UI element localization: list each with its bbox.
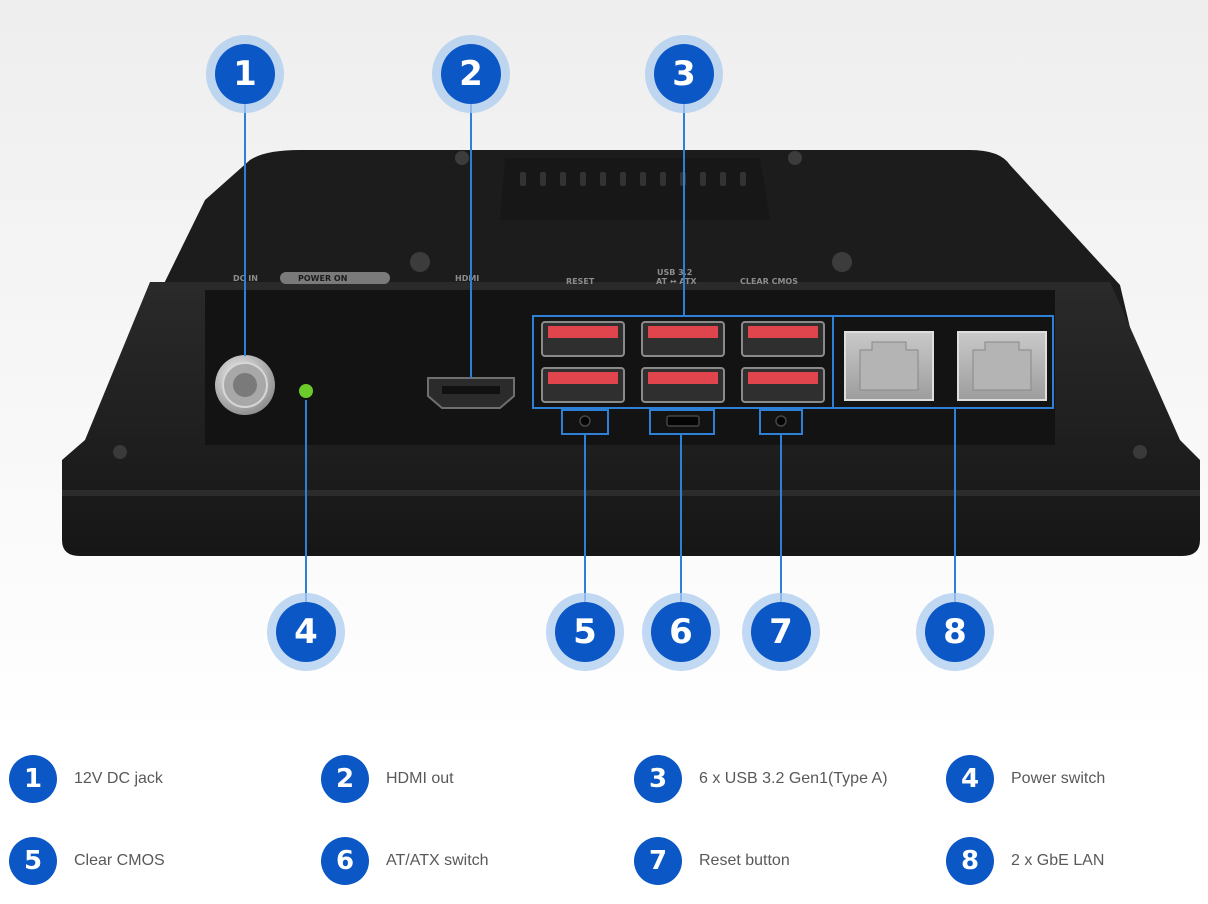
legend-label-5: Clear CMOS <box>74 852 165 869</box>
at-atx-slider <box>666 415 700 427</box>
lan-highlight-box <box>832 315 1054 409</box>
usb-ports <box>541 321 825 403</box>
mount-holes <box>410 151 852 272</box>
legend-item-2: 2 HDMI out <box>321 754 454 804</box>
legend-item-8: 8 2 x GbE LAN <box>946 836 1104 886</box>
legend-label-3: 6 x USB 3.2 Gen1(Type A) <box>699 770 888 787</box>
power-led <box>299 384 313 398</box>
callout-badge-6: 6 <box>651 602 711 662</box>
callout-badge-5: 5 <box>555 602 615 662</box>
callout-badge-8: 8 <box>925 602 985 662</box>
vent-panel <box>500 158 770 220</box>
hdmi-port <box>427 377 515 409</box>
leader-lines <box>244 104 1054 602</box>
lan-ports <box>844 331 1047 401</box>
legend-badge-3: 3 <box>634 755 682 803</box>
legend-item-1: 1 12V DC jack <box>9 754 163 804</box>
legend-label-1: 12V DC jack <box>74 770 163 787</box>
legend-item-6: 6 AT/ATX switch <box>321 836 489 886</box>
frame-seam <box>62 490 1200 496</box>
legend-label-6: AT/ATX switch <box>386 852 489 869</box>
legend: 1 12V DC jack 2 HDMI out 3 6 x USB 3.2 G… <box>0 740 1208 904</box>
screw-left <box>113 445 127 459</box>
legend-badge-1: 1 <box>9 755 57 803</box>
legend-label-8: 2 x GbE LAN <box>1011 852 1105 869</box>
panel-label-usb: USB 3.2 <box>657 268 692 277</box>
legend-badge-2: 2 <box>321 755 369 803</box>
legend-badge-6: 6 <box>321 837 369 885</box>
callout-badge-3: 3 <box>654 44 714 104</box>
legend-item-5: 5 Clear CMOS <box>9 836 165 886</box>
legend-badge-8: 8 <box>946 837 994 885</box>
callout-badge-2: 2 <box>441 44 501 104</box>
panel-label-hdmi: HDMI <box>455 274 479 283</box>
legend-badge-7: 7 <box>634 837 682 885</box>
clear-cmos-hole <box>579 415 591 427</box>
legend-label-4: Power switch <box>1011 770 1106 787</box>
panel-label-reset: RESET <box>566 277 595 286</box>
vent-slots <box>520 172 746 186</box>
reset-hole <box>775 415 787 427</box>
dc-jack <box>215 355 275 415</box>
legend-label-2: HDMI out <box>386 770 454 787</box>
legend-item-3: 3 6 x USB 3.2 Gen1(Type A) <box>634 754 888 804</box>
panel-label-power-on: POWER ON <box>298 274 347 283</box>
device-illustration: DC IN POWER ON HDMI USB 3.2 RESET AT ↔ A… <box>0 0 1208 740</box>
legend-badge-5: 5 <box>9 837 57 885</box>
legend-label-7: Reset button <box>699 852 790 869</box>
panel-label-at-atx: AT ↔ ATX <box>656 277 697 286</box>
callout-badge-7: 7 <box>751 602 811 662</box>
panel-labels: DC IN POWER ON HDMI USB 3.2 RESET AT ↔ A… <box>233 268 798 286</box>
screw-right <box>1133 445 1147 459</box>
legend-item-4: 4 Power switch <box>946 754 1105 804</box>
legend-item-7: 7 Reset button <box>634 836 790 886</box>
callout-badge-4: 4 <box>276 602 336 662</box>
panel-label-clear-cmos: CLEAR CMOS <box>740 277 798 286</box>
callout-badge-1: 1 <box>215 44 275 104</box>
legend-badge-4: 4 <box>946 755 994 803</box>
